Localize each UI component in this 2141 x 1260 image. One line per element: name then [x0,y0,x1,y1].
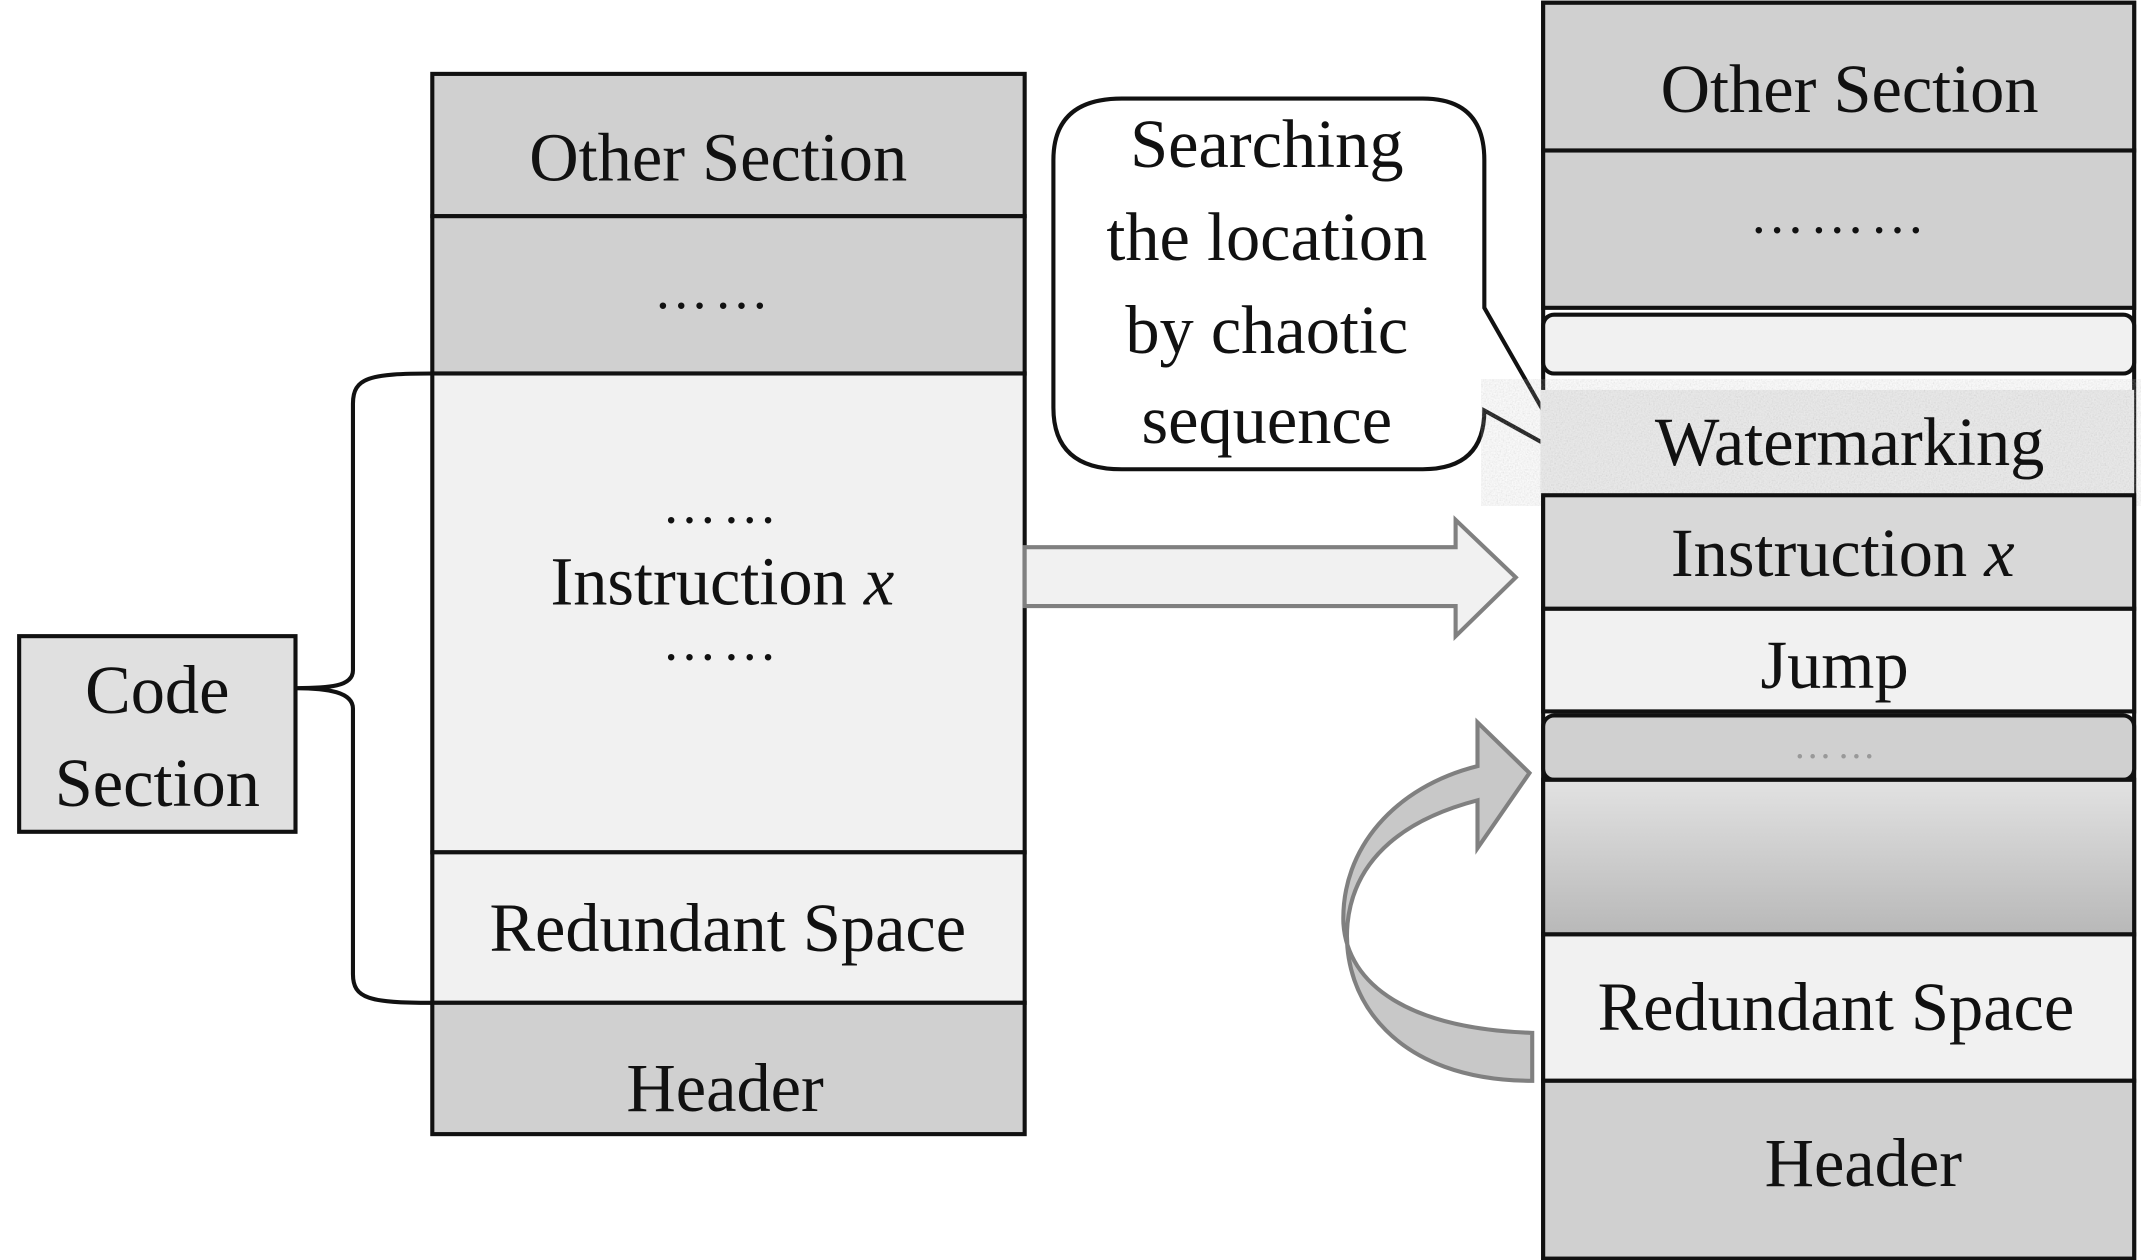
right-jump-block [1541,606,2137,714]
right-blank-slot [1541,312,2137,376]
left-other-section-label: Other Section [529,120,907,196]
right-instruction-label: Instruction x [1671,515,2015,591]
left-instruction-label: Instruction x [550,544,894,620]
left-code-dots-below: …… [662,610,782,671]
right-header-block [1541,1078,2137,1260]
callout-line-1: Searching [1130,106,1403,182]
left-code-block [430,371,1027,855]
right-redundant-block [1541,932,2137,1083]
left-code-dots-above: …… [662,474,782,535]
left-dots-block [430,214,1027,376]
watermark-texture [1540,389,2135,496]
callout-line-2: the location [1106,199,1427,275]
right-other-section-block [1541,0,2137,153]
code-section-line2: Section [55,745,260,821]
right-other-section-label: Other Section [1661,51,2039,127]
right-instruction-block [1541,493,2137,611]
left-other-section-block [430,71,1027,219]
right-dots-block [1541,148,2137,310]
left-dots-top: …… [654,259,774,320]
left-memory-layout [430,71,1027,1137]
right-jump-label: Jump [1760,627,1908,703]
callout-line-4: sequence [1142,382,1393,458]
code-section-box [17,634,298,834]
left-redundant-space-label: Redundant Space [489,890,966,966]
callout-bubble [1051,96,1576,472]
jump-curved-arrow [1341,717,1535,1083]
transform-arrow [1022,515,1519,642]
right-header-label: Header [1765,1125,1963,1201]
callout-line-3: by chaotic [1125,292,1408,368]
right-memory-layout [1540,0,2137,1260]
code-section-line1: Code [85,652,229,728]
right-watermarking-label: Watermarking [1655,404,2044,480]
left-header-block [430,1000,1027,1137]
code-section-brace [295,371,433,1005]
right-dots-mid: …… [1794,725,1882,767]
right-gradient-block [1541,777,2137,937]
left-redundant-block [430,850,1027,1005]
left-header-label: Header [626,1050,824,1126]
right-dots-top: ……… [1750,184,1931,245]
right-redundant-space-label: Redundant Space [1598,969,2075,1045]
